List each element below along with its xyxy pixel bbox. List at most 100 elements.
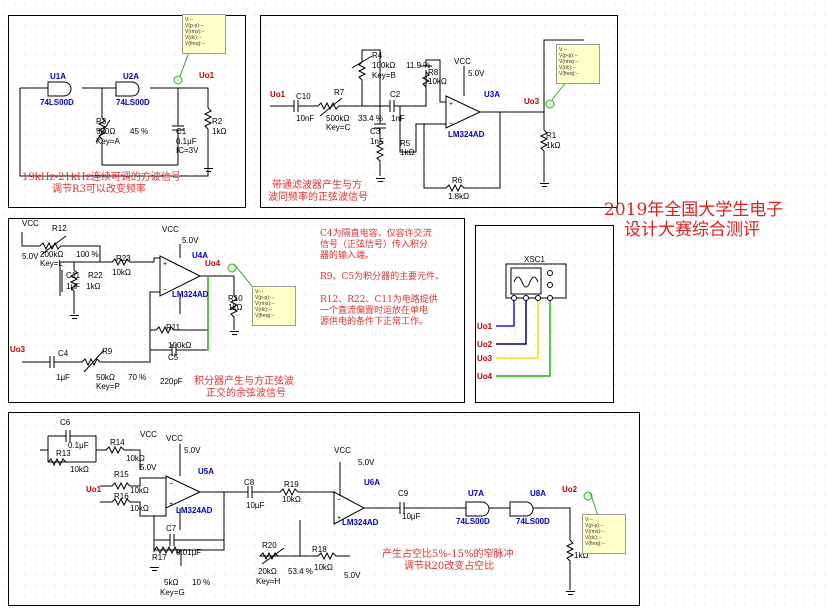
gate-u1a-label: U1A — [50, 72, 67, 81]
r14-name: R14 — [110, 438, 125, 447]
opamp-u3a-label: U3A — [484, 90, 501, 99]
c4-value: 1μF — [56, 373, 70, 382]
opamp-u4a-part: LM324AD — [172, 290, 209, 299]
c7-value: 0.01μF — [176, 548, 202, 557]
probe-readout[interactable]: V:-- V(p-p):-- V(rms):-- V(dc):-- V(freq… — [252, 286, 296, 326]
net-uo1-in: Uo1 — [86, 485, 102, 494]
opamp-u6a-part: LM324AD — [342, 518, 379, 527]
r12-name: R12 — [52, 224, 67, 233]
net-uo3-in: Uo3 — [10, 345, 26, 354]
scope-input-uo3: Uo3 — [477, 354, 493, 363]
svg-text:−: − — [449, 121, 453, 128]
description-line-6: 一个直流偏置时运放在单电 — [320, 306, 429, 316]
net-uo4: Uo4 — [205, 259, 221, 268]
r21-value: 1kΩ — [574, 551, 589, 560]
probe-line: V(dc):-- — [559, 65, 576, 71]
probe-line: V(rms):-- — [185, 29, 205, 35]
page-title-line-2: 设计大赛综合测评 — [624, 220, 760, 240]
r7-name: R7 — [334, 88, 345, 97]
gate-u1a-part: 74LS00D — [40, 98, 74, 107]
vcc-label: VCC — [454, 57, 471, 66]
panel-square-wave — [8, 15, 246, 208]
panel4-note-1: 产生占空比5%-15%的窄脉冲 — [382, 549, 514, 560]
c5-name: C5 — [168, 353, 179, 362]
ground-symbol — [230, 331, 239, 336]
supply-voltage: 5.0V — [22, 252, 39, 261]
r16-value: 10kΩ — [130, 504, 149, 513]
probe-readout[interactable]: V:-- V(p-p):-- V(rms):-- V(dc):-- V(freq… — [582, 514, 626, 554]
c1-name: C1 — [176, 127, 187, 136]
description-line-4: R9、C5为积分器的主要元件。 — [320, 272, 445, 282]
r10-name: R10 — [228, 294, 243, 303]
probe-line: V(freq):-- — [255, 313, 275, 319]
c9-name: C9 — [398, 489, 409, 498]
panel-oscilloscope — [475, 225, 614, 403]
r12-pct: 100 % — [76, 250, 99, 259]
vcc-label: VCC — [22, 219, 39, 228]
ground-symbol — [540, 183, 549, 188]
panel1-note-2: 调节R3可以改变频率 — [52, 184, 146, 195]
net-uo3: Uo3 — [524, 97, 540, 106]
probe-line: V:-- — [585, 517, 593, 523]
probe-line: V(freq):-- — [559, 71, 579, 77]
ground-symbol — [204, 168, 213, 173]
probe-readout[interactable]: V:-- V(p-p):-- V(rms):-- V(dc):-- V(freq… — [182, 14, 226, 54]
probe-line: V(rms):-- — [585, 529, 605, 535]
panel3-note-2: 正交的余弦波信号 — [206, 388, 286, 399]
r18-name: R18 — [312, 545, 327, 554]
svg-text:−: − — [337, 497, 341, 504]
c10-value: 10nF — [296, 114, 315, 123]
description-line-7: 源供电的条件下正常工作。 — [320, 317, 429, 327]
opamp-u4a-label: U4A — [192, 251, 209, 260]
probe-line: V:-- — [559, 47, 567, 53]
vcc-label: VCC — [166, 434, 183, 443]
r20-value: 20kΩ — [258, 567, 277, 576]
r4-name: R4 — [372, 51, 383, 60]
svg-text:+: + — [163, 261, 167, 268]
r22-value: 1kΩ — [86, 282, 101, 291]
r6-value: 1.8kΩ — [448, 192, 470, 201]
panel3-note-1: 积分器产生与方正弦波 — [194, 376, 294, 387]
r11-name: R11 — [166, 323, 181, 332]
r10-value: 1kΩ — [228, 303, 243, 312]
panel2-note-1: 带通滤波器产生与方 — [272, 180, 362, 191]
svg-text:+: + — [337, 515, 341, 522]
r3-pct: 45 % — [130, 127, 149, 136]
description-line-1: C4为隔直电容，仅容许交流 — [320, 229, 432, 239]
r2-value: 1kΩ — [212, 127, 227, 136]
probe-readout[interactable]: V:-- V(p-p):-- V(rms):-- V(dc):-- V(freq… — [556, 44, 600, 84]
vcc-voltage: 5.0V — [468, 69, 485, 78]
r13-name: R13 — [56, 449, 71, 458]
r9-value: 50kΩ — [96, 373, 115, 382]
c9-value: 10μF — [402, 512, 421, 521]
panel-integrator — [8, 218, 465, 403]
r19-name: R19 — [284, 480, 299, 489]
c5-value: 220pF — [160, 377, 183, 386]
description-line-3: 器的输入端。 — [320, 251, 375, 261]
description-line-2: 信号（正弦信号）传入积分 — [320, 240, 429, 250]
probe-line: V:-- — [255, 289, 263, 295]
r19-value: 10kΩ — [282, 495, 301, 504]
panel2-note-2: 波同频率的正弦波信号 — [268, 192, 368, 203]
r22-name: R22 — [88, 271, 103, 280]
r4-key: Key=B — [372, 71, 396, 80]
r3-key: Key=A — [96, 137, 120, 146]
r15-value: 10kΩ — [130, 486, 149, 495]
net-uo2: Uo2 — [562, 485, 578, 494]
r23-value: 10kΩ — [112, 268, 131, 277]
r17-name: R17 — [152, 553, 167, 562]
probe-line: V(freq):-- — [585, 541, 605, 547]
c11-value: 1μF — [66, 282, 80, 291]
page-title-line-1: 2019年全国大学生电子 — [604, 200, 784, 220]
gate-u8a-part: 74LS00D — [516, 517, 550, 526]
r12-value: 200kΩ — [40, 250, 64, 259]
c2-name: C2 — [390, 90, 401, 99]
r7-key: Key=C — [326, 123, 351, 132]
r7-value: 500kΩ — [326, 114, 350, 123]
r16-name: R16 — [114, 492, 129, 501]
r9-name: R9 — [102, 347, 113, 356]
svg-text:−: − — [163, 287, 167, 294]
r3-value: 500Ω — [96, 127, 116, 136]
r17-key: Key=G — [160, 588, 185, 597]
r18-value: 10kΩ — [314, 563, 333, 572]
